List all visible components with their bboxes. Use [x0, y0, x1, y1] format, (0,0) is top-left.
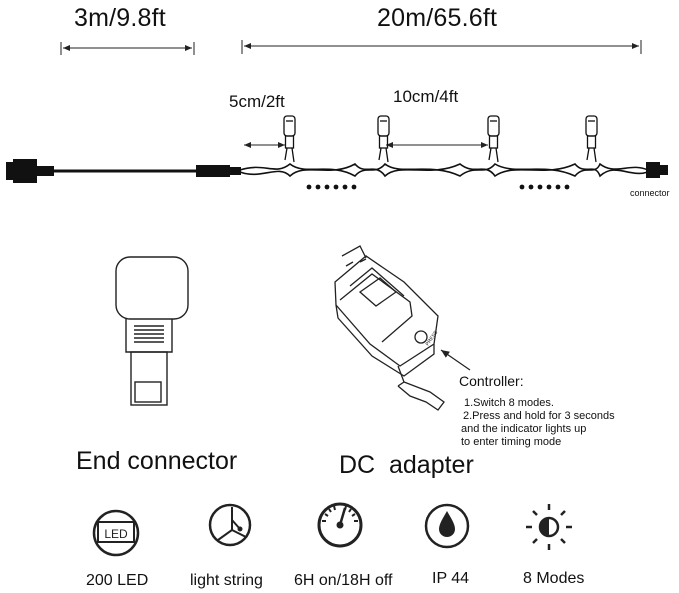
end-connector-caption: End connector	[76, 447, 238, 475]
lit-length: 20m/65.6ft	[377, 4, 498, 32]
end-connector-drawing	[115, 256, 189, 406]
led-icon: LED	[92, 509, 140, 557]
water-drop-icon	[424, 503, 470, 549]
bulb-3	[487, 115, 500, 163]
timer-icon	[317, 502, 363, 548]
bulb-1	[283, 115, 296, 163]
modes-icon	[526, 504, 572, 550]
controller-step-2: 2.Press and hold for 3 seconds	[463, 410, 615, 422]
led-count-label: 200 LED	[86, 572, 149, 589]
bulb-4	[585, 115, 598, 163]
controller-step-4: to enter timing mode	[461, 436, 562, 448]
ellipsis-dots-right	[519, 184, 570, 190]
timer-label: 6H on/18H off	[294, 572, 393, 589]
modes-label: 8 Modes	[523, 570, 585, 587]
controller-pointer-arrow	[440, 349, 471, 371]
controller-step-3: and the indicator lights up	[461, 423, 587, 435]
connector-label: connector	[630, 188, 670, 198]
controller-title: Controller:	[459, 373, 524, 389]
dc-adapter-drawing	[334, 245, 445, 411]
lead-wire-dimension-line	[60, 42, 195, 55]
twisted-wire	[239, 162, 649, 178]
led-icon-text: LED	[104, 527, 128, 541]
tail-connector	[646, 162, 668, 178]
bulb-spacing-label: 10cm/4ft	[393, 87, 459, 106]
bulb-2	[377, 115, 390, 163]
light-string-label: light string	[190, 572, 263, 589]
tail-spacing-label: 5cm/2ft	[229, 92, 285, 111]
dc-adapter-caption: DC adapter	[339, 451, 474, 479]
ellipsis-dots-left	[306, 184, 357, 190]
ip-rating-label: IP 44	[432, 570, 470, 587]
light-string-icon	[208, 503, 252, 547]
lit-length-dimension-line	[241, 40, 642, 54]
power-plug	[6, 159, 54, 183]
controller-step-1: 1.Switch 8 modes.	[464, 397, 554, 409]
lead-wire-length: 3m/9.8ft	[74, 4, 166, 32]
inline-connector	[196, 165, 241, 177]
